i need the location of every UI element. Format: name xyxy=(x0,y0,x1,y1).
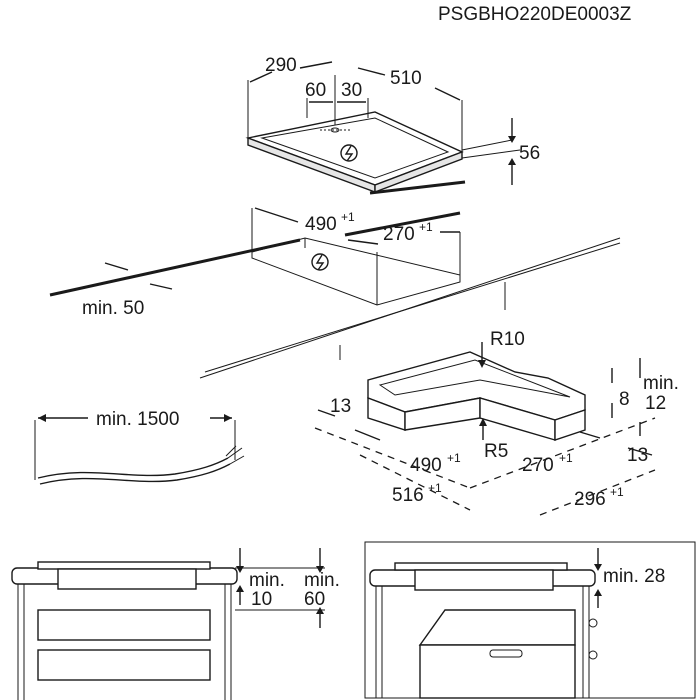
dim-296-tol: +1 xyxy=(610,485,624,499)
dim-270-cutout-tol: +1 xyxy=(419,220,433,234)
dim-min-1500: min. 1500 xyxy=(96,409,179,430)
dim-490-cutout-tol: +1 xyxy=(341,210,355,224)
section-oven: min. 28 xyxy=(364,541,696,699)
dim-290: 290 xyxy=(265,55,297,76)
dim-min-label-2: min. xyxy=(304,570,340,591)
dim-516-tol: +1 xyxy=(428,481,442,495)
dim-30: 30 xyxy=(341,80,362,101)
dim-8: 8 xyxy=(619,389,630,410)
dim-13-left: 13 xyxy=(330,396,351,417)
dim-13-right: 13 xyxy=(627,445,648,466)
dim-510: 510 xyxy=(390,68,422,89)
power-lightning-icon xyxy=(340,144,358,162)
dim-min-60: 60 xyxy=(304,589,325,610)
dim-490-cutout: 490 xyxy=(305,214,337,235)
dim-r5: R5 xyxy=(484,441,508,462)
dim-270-frame: 270 xyxy=(522,455,554,476)
dim-490-frame: 490 xyxy=(410,455,442,476)
dim-min-28: min. 28 xyxy=(603,566,665,587)
worktop-cutout-view: 490 +1 270 +1 min. 50 xyxy=(49,207,621,379)
dim-min-label-1: min. xyxy=(249,570,285,591)
dim-60: 60 xyxy=(305,80,326,101)
dim-r10: R10 xyxy=(490,329,525,350)
dim-min-50: min. 50 xyxy=(82,298,144,319)
dim-min-12: 12 xyxy=(645,393,666,414)
hob-top-view: 290 510 60 30 56 xyxy=(245,55,540,195)
power-cable: min. 1500 xyxy=(34,409,245,485)
dim-56: 56 xyxy=(519,143,540,164)
section-drawers: min. 10 min. 60 xyxy=(11,548,340,700)
dim-min-label: min. xyxy=(643,373,679,394)
dim-516: 516 xyxy=(392,485,424,506)
dim-270-frame-tol: +1 xyxy=(559,451,573,465)
document-code: PSGBHO220DE0003Z xyxy=(438,4,632,25)
power-lightning-icon-2 xyxy=(311,253,329,271)
dim-min-10: 10 xyxy=(251,589,272,610)
dim-296: 296 xyxy=(574,489,606,510)
frame-detail: R10 R5 13 8 min. 12 13 490 +1 270 +1 516… xyxy=(314,329,679,516)
dim-490-frame-tol: +1 xyxy=(447,451,461,465)
dim-270-cutout: 270 xyxy=(383,224,415,245)
